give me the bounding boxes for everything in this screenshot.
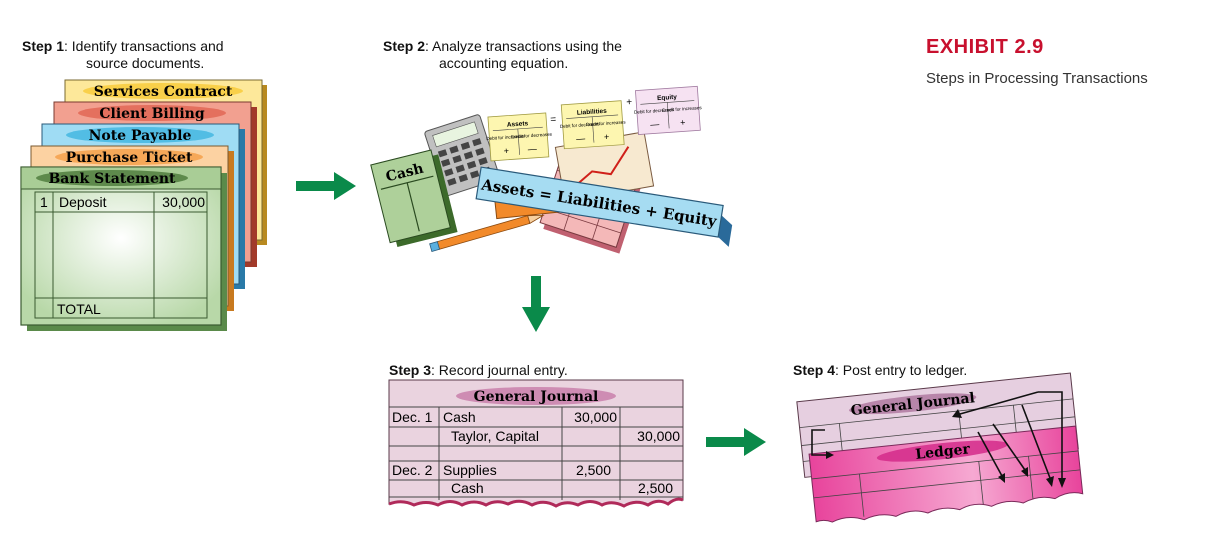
svg-text:Credit for increases: Credit for increases bbox=[586, 119, 627, 127]
svg-text:Liabilities: Liabilities bbox=[577, 108, 608, 117]
step2-caption: Step 2: Analyze transactions using the a… bbox=[383, 38, 622, 71]
svg-text:Assets: Assets bbox=[507, 120, 529, 128]
svg-text:+: + bbox=[680, 117, 686, 127]
arrow-step1-to-step2 bbox=[296, 172, 356, 200]
cash-t-account: Cash bbox=[370, 149, 458, 247]
journal-row-date: Dec. 2 bbox=[392, 462, 433, 478]
posting-arrows bbox=[811, 391, 1063, 479]
bank-row-description: Deposit bbox=[59, 194, 107, 210]
svg-text:Credit for increases: Credit for increases bbox=[662, 105, 703, 113]
general-journal: General Journal Dec. 1 Cash 30,000 Taylo… bbox=[388, 379, 684, 508]
journal-row-account: Cash bbox=[443, 409, 476, 425]
equals-sign: = bbox=[550, 114, 557, 125]
posting-arrowheads bbox=[826, 409, 1066, 488]
journal-row-date: Dec. 1 bbox=[392, 409, 433, 425]
arrow-step3-to-step4 bbox=[706, 428, 766, 456]
bank-statement-title: Bank Statement bbox=[48, 171, 176, 187]
journal-row-account: Taylor, Capital bbox=[451, 428, 539, 444]
journal-row-credit: 2,500 bbox=[638, 480, 673, 496]
bank-statement-doc bbox=[20, 166, 222, 326]
flow-arrows bbox=[296, 172, 766, 456]
svg-text:Debit for increases: Debit for increases bbox=[486, 133, 525, 141]
exhibit-title: EXHIBIT 2.9 bbox=[926, 36, 1044, 58]
trend-line-icon bbox=[573, 146, 630, 188]
step3-caption: Step 3: Record journal entry. bbox=[389, 362, 568, 378]
analysis-illustration: Cash Assets Debit for increases Credit f… bbox=[370, 85, 733, 254]
plus-sign: + bbox=[626, 97, 633, 108]
document-stack: Services Contract Client Billing Note Pa… bbox=[20, 79, 267, 331]
journal-grid bbox=[389, 406, 683, 500]
equation-cards: Assets Debit for increases Credit for de… bbox=[486, 85, 703, 162]
bank-row-amount: 30,000 bbox=[162, 194, 205, 210]
svg-text:+: + bbox=[503, 146, 509, 156]
svg-text:Equity: Equity bbox=[657, 94, 678, 102]
posting-illustration: General Journal Ledger bbox=[796, 372, 1084, 523]
svg-text:Credit for decreases: Credit for decreases bbox=[511, 132, 553, 140]
svg-text:+: + bbox=[604, 132, 610, 142]
purchase-ticket-title: Purchase Ticket bbox=[66, 150, 193, 166]
ledger-title: Ledger bbox=[915, 441, 972, 463]
svg-text:Debit for decreases: Debit for decreases bbox=[560, 121, 601, 129]
journal-row-account: Supplies bbox=[443, 462, 497, 478]
services-contract-title: Services Contract bbox=[94, 84, 233, 100]
client-billing-title: Client Billing bbox=[99, 106, 204, 122]
journal-title: General Journal bbox=[474, 389, 599, 405]
bank-statement-grid bbox=[34, 191, 208, 319]
step4-caption: Step 4: Post entry to ledger. bbox=[793, 362, 968, 378]
ledger-paper bbox=[808, 425, 1084, 523]
bank-row-number: 1 bbox=[40, 194, 48, 210]
exhibit-subtitle: Steps in Processing Transactions bbox=[926, 70, 1148, 87]
svg-text:—: — bbox=[527, 144, 537, 155]
svg-text:—: — bbox=[650, 119, 660, 130]
journal-row-debit: 2,500 bbox=[576, 462, 611, 478]
svg-text:Debit for decreases: Debit for decreases bbox=[634, 107, 675, 115]
note-payable-title: Note Payable bbox=[89, 128, 192, 144]
journal-row-debit: 30,000 bbox=[574, 409, 617, 425]
bank-total-label: TOTAL bbox=[57, 301, 101, 317]
svg-text:—: — bbox=[576, 133, 586, 144]
pencil-icon bbox=[429, 214, 545, 252]
step1-caption: Step 1: Identify transactions and source… bbox=[22, 38, 224, 71]
ledger-sheet: Ledger bbox=[808, 425, 1084, 523]
journal-row-account: Cash bbox=[451, 480, 484, 496]
journal-row-credit: 30,000 bbox=[637, 428, 680, 444]
arrow-step2-to-step3 bbox=[522, 276, 550, 332]
